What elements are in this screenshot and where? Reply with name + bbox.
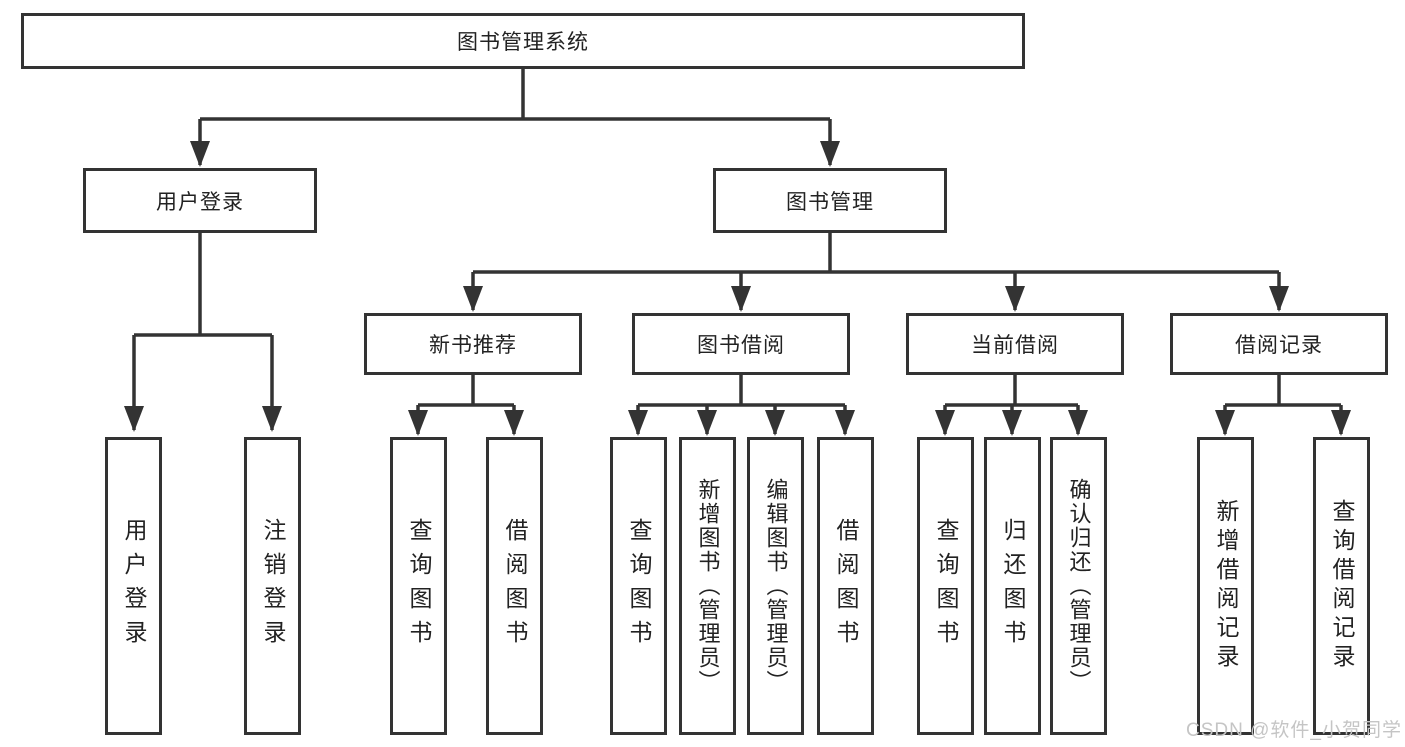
node-borrowing-records: 借阅记录 (1170, 313, 1388, 375)
leaf-logout: 注销登录 (244, 437, 301, 735)
leaf-records-query-borrow-record: 查询借阅记录 (1313, 437, 1370, 735)
node-library-management-system: 图书管理系统 (21, 13, 1025, 69)
node-user-login: 用户登录 (83, 168, 317, 233)
leaf-current-confirm-return-admin: 确认归还（管理员） (1050, 437, 1107, 735)
leaf-borrowing-edit-books-admin: 编辑图书（管理员） (747, 437, 804, 735)
node-book-borrowing: 图书借阅 (632, 313, 850, 375)
node-current-borrowing: 当前借阅 (906, 313, 1124, 375)
leaf-user-login: 用户登录 (105, 437, 162, 735)
node-book-management: 图书管理 (713, 168, 947, 233)
leaf-current-return-books: 归还图书 (984, 437, 1041, 735)
csdn-watermark: CSDN @软件_小贺同学 (1186, 720, 1402, 741)
leaf-borrowing-add-books-admin: 新增图书（管理员） (679, 437, 736, 735)
leaf-records-add-borrow-record: 新增借阅记录 (1197, 437, 1254, 735)
node-new-book-recommend: 新书推荐 (364, 313, 582, 375)
leaf-newbook-query-books: 查询图书 (390, 437, 447, 735)
leaf-current-query-books: 查询图书 (917, 437, 974, 735)
leaf-borrowing-query-books: 查询图书 (610, 437, 667, 735)
leaf-newbook-borrow-books: 借阅图书 (486, 437, 543, 735)
leaf-borrowing-borrow-books: 借阅图书 (817, 437, 874, 735)
